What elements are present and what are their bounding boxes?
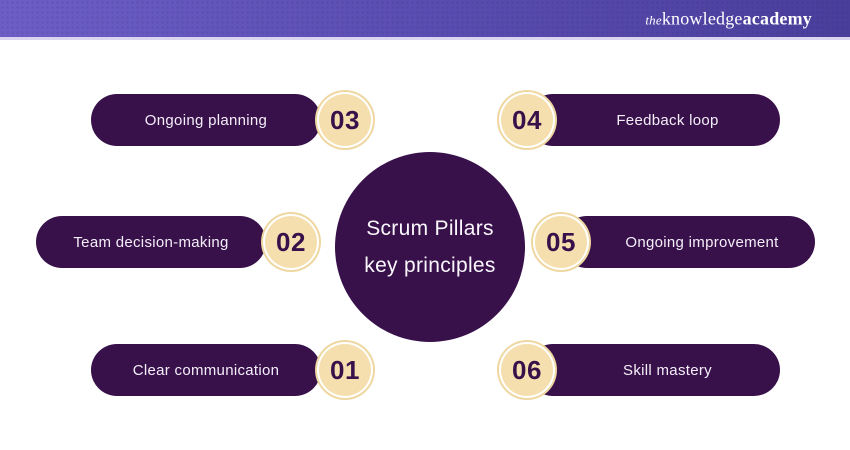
number-badge-06: 06 [501, 344, 553, 396]
pill-label: Team decision-making [73, 233, 229, 251]
number-badge-05: 05 [535, 216, 587, 268]
brand-logo: theknowledgeacademy [645, 8, 812, 29]
number-badge-02: 02 [265, 216, 317, 268]
badge-number: 06 [512, 354, 542, 385]
pill-label: Skill mastery [623, 361, 712, 379]
badge-number: 02 [276, 226, 306, 257]
pill-ongoing-planning: Ongoing planning [91, 94, 321, 146]
pill-label: Feedback loop [616, 111, 719, 129]
pill-label: Clear communication [132, 361, 280, 379]
number-badge-01: 01 [319, 344, 371, 396]
pill-ongoing-improvement: Ongoing improvement [561, 216, 815, 268]
badge-number: 05 [546, 226, 576, 257]
badge-number: 01 [330, 354, 360, 385]
pill-label: Ongoing planning [144, 111, 268, 129]
number-badge-03: 03 [319, 94, 371, 146]
logo-word-knowledge: knowledge [661, 8, 743, 28]
number-badge-04: 04 [501, 94, 553, 146]
pill-clear-communication: Clear communication [91, 344, 321, 396]
pill-team-decision-making: Team decision-making [36, 216, 266, 268]
logo-word-the: the [645, 12, 662, 27]
header-bar: theknowledgeacademy [0, 0, 850, 40]
badge-number: 03 [330, 104, 360, 135]
pill-skill-mastery: Skill mastery [527, 344, 780, 396]
logo-word-academy: academy [742, 8, 812, 28]
pill-label: Ongoing improvement [625, 233, 779, 251]
pill-feedback-loop: Feedback loop [527, 94, 780, 146]
center-circle: Scrum Pillars key principles [335, 152, 525, 342]
center-title-line1: Scrum Pillars [366, 217, 494, 240]
badge-number: 04 [512, 104, 542, 135]
center-title-line2: key principles [364, 254, 496, 277]
